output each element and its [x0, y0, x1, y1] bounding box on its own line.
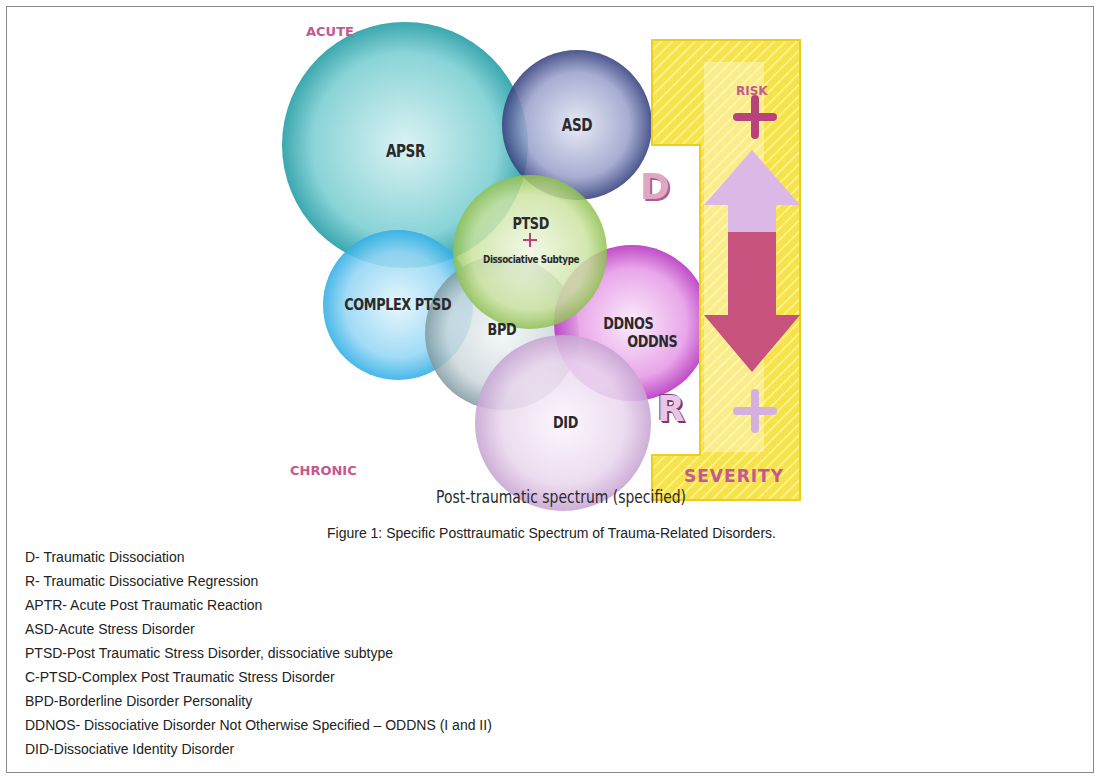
- bpd-node: BPD: [462, 312, 542, 348]
- severity-plus: [737, 393, 773, 429]
- regression-letter: R: [657, 388, 685, 429]
- abbreviation-line: APTR- Acute Post Traumatic Reaction: [25, 597, 262, 613]
- abbreviation-line: ASD-Acute Stress Disorder: [25, 621, 195, 637]
- ptsd-node: PTSD Dissociative Subtype: [471, 206, 591, 276]
- abbreviation-line: PTSD-Post Traumatic Stress Disorder, dis…: [25, 645, 393, 661]
- down-arrow: [704, 232, 800, 372]
- ptsd-circle: [453, 175, 607, 329]
- spectrum-label: Post-traumatic spectrum (specified): [436, 487, 686, 507]
- figure-caption: Figure 1: Specific Posttraumatic Spectru…: [327, 525, 776, 541]
- node-title: DDNOS: [603, 315, 653, 333]
- risk-label: RISK: [736, 84, 768, 98]
- node-title: PTSD: [513, 215, 549, 233]
- did-node: DID: [526, 405, 606, 441]
- axis-label: ACUTE: [306, 24, 354, 39]
- severity-bracket: [652, 40, 800, 500]
- abbreviation-line: BPD-Borderline Disorder Personality: [25, 693, 252, 709]
- abbreviation-line: R- Traumatic Dissociative Regression: [25, 573, 258, 589]
- node-title: APSR: [385, 142, 424, 162]
- node-title: ASD: [562, 116, 592, 136]
- risk-plus: [737, 99, 773, 135]
- plus-sign: [523, 233, 537, 247]
- abbreviation-line: DID-Dissociative Identity Disorder: [25, 741, 234, 757]
- asd-node: ASD: [532, 108, 622, 144]
- did-circle: [475, 335, 651, 511]
- node-title: COMPLEX PTSD: [345, 296, 452, 314]
- abbreviation-line: D- Traumatic Dissociation: [25, 549, 185, 565]
- node-subtitle: ODDNS: [627, 333, 677, 351]
- node-title: BPD: [488, 321, 517, 339]
- complex-ptsd-node: COMPLEX PTSD: [333, 287, 463, 323]
- ddnos-node: DDNOSODDNS: [583, 303, 693, 363]
- abbreviation-line: C-PTSD-Complex Post Traumatic Stress Dis…: [25, 669, 335, 685]
- node-subtitle: Dissociative Subtype: [483, 254, 579, 267]
- axis-label: CHRONIC: [290, 463, 357, 478]
- node-title: DID: [554, 414, 579, 432]
- severity-label: SEVERITY: [684, 466, 784, 486]
- apsr-node: APSR: [345, 132, 465, 172]
- abbreviation-line: DDNOS- Dissociative Disorder Not Otherwi…: [25, 717, 492, 733]
- dissociation-letter: D: [640, 166, 670, 207]
